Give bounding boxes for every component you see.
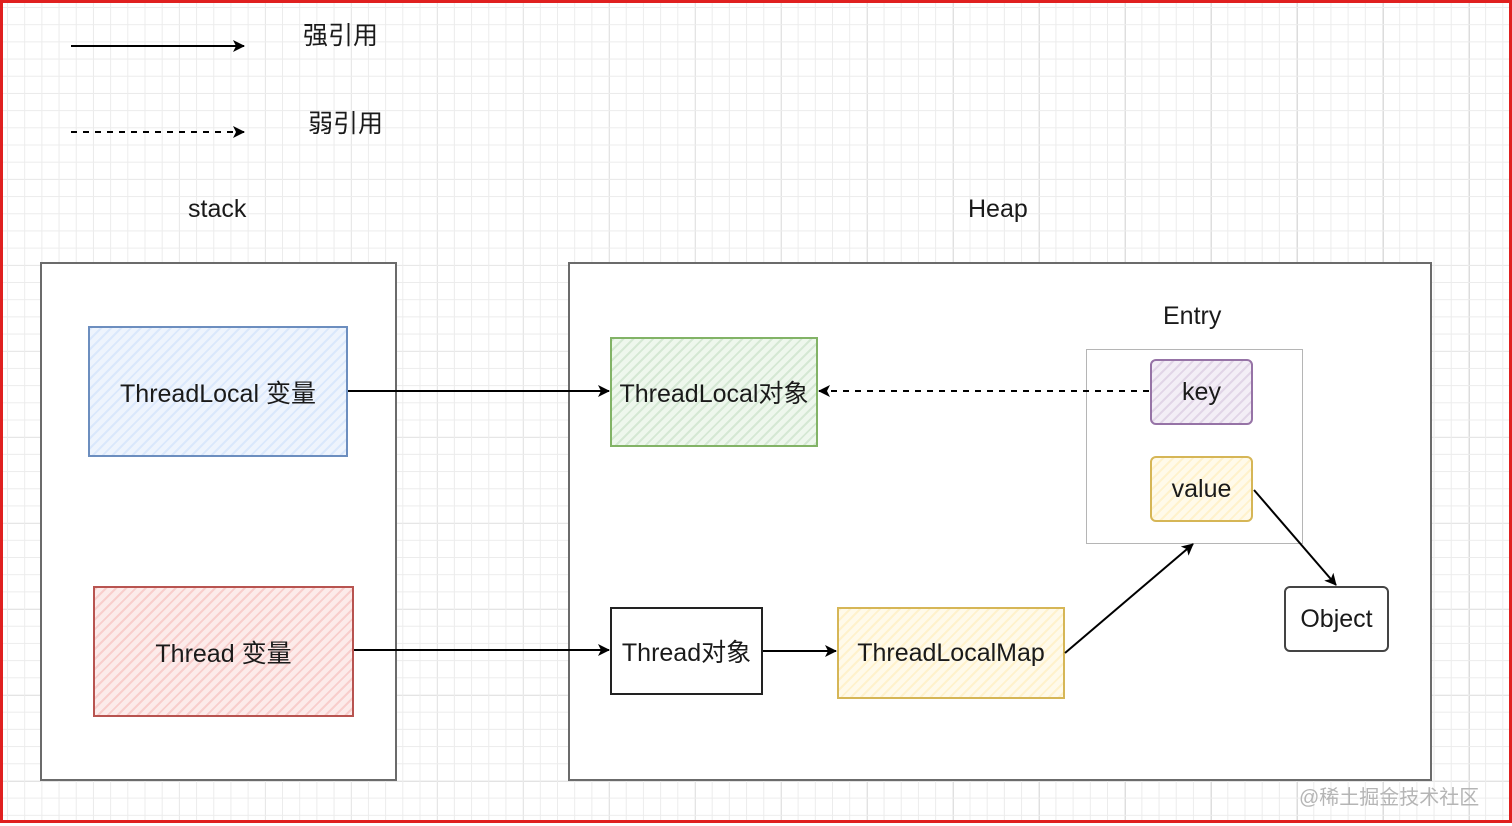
thread-variable-node: Thread 变量 [93, 586, 354, 717]
key-node: key [1150, 359, 1253, 425]
thread-object-node: Thread对象 [610, 607, 763, 695]
reference-arrows [71, 40, 1337, 657]
strong-ref-label: 强引用 [303, 22, 379, 50]
value-node: value [1150, 456, 1253, 522]
arrow-value-to-object [1253, 489, 1337, 586]
heap-label: Heap [968, 195, 1028, 223]
watermark-text: @稀土掘金技术社区 [1299, 787, 1480, 809]
entry-region [1086, 349, 1303, 544]
threadlocal-object-node: ThreadLocal对象 [610, 337, 818, 447]
threadlocalmap-node: ThreadLocalMap [837, 607, 1065, 699]
object-node: Object [1284, 586, 1389, 652]
weak-ref-label: 弱引用 [308, 110, 384, 138]
threadlocal-variable-node: ThreadLocal 变量 [88, 326, 348, 457]
arrow-map-to-entry [1064, 543, 1194, 654]
stack-label: stack [188, 195, 247, 223]
entry-label: Entry [1163, 302, 1222, 330]
